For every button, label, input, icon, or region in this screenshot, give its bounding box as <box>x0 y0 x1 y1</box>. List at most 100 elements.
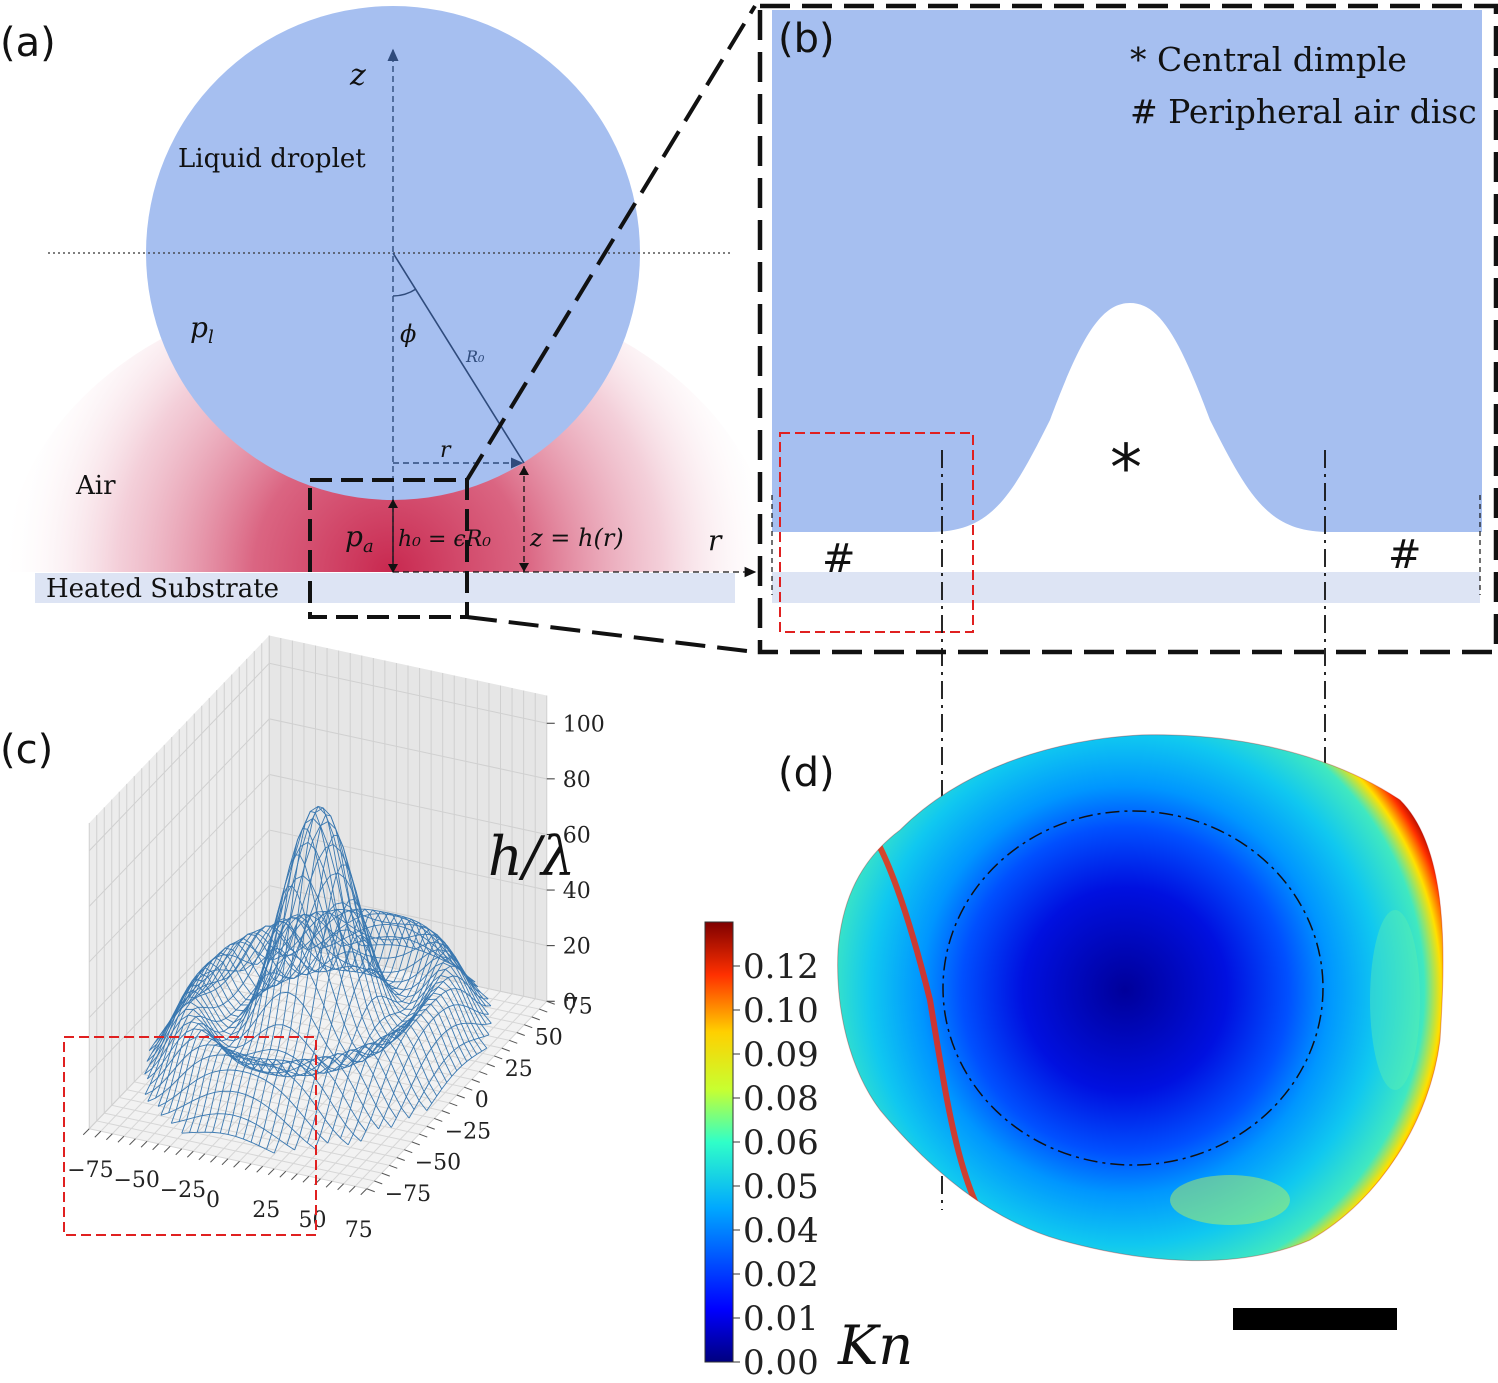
pa-sub: a <box>363 536 374 557</box>
wall-grid <box>88 718 547 907</box>
mesh-line <box>149 1014 397 1119</box>
panel-label-d: (d) <box>778 750 835 796</box>
pl-main: p <box>190 311 208 344</box>
mesh-line <box>160 1090 316 1150</box>
wall-grid <box>88 885 547 1074</box>
phi-label: ϕ <box>400 320 416 348</box>
y-tick-label: 50 <box>535 1026 563 1051</box>
mesh-line <box>208 929 488 1049</box>
x-tick-mark <box>302 1175 310 1183</box>
heated-substrate <box>35 573 735 603</box>
colorbar <box>704 921 734 1363</box>
x-tick-mark <box>175 1148 183 1156</box>
y-tick-mark <box>374 1180 383 1185</box>
y-tick-mark <box>404 1149 413 1154</box>
y-tick-mark <box>501 1047 510 1052</box>
floor-grid <box>141 1073 420 1135</box>
mesh-line <box>244 917 492 1024</box>
y-tick-label: −75 <box>385 1182 431 1207</box>
colorbar-tick-label: 0.12 <box>743 947 819 987</box>
r-axis-label: r <box>708 524 723 557</box>
zh-label: z = h(r) <box>529 524 624 552</box>
kn-warm-patch <box>1170 1175 1290 1225</box>
mesh-line <box>163 875 443 1090</box>
y-tick-mark <box>396 1157 405 1161</box>
y-tick-label: −50 <box>415 1151 461 1176</box>
colorbar-tick-label: 0.01 <box>743 1299 819 1339</box>
mesh-line <box>158 914 438 1097</box>
pl-label: pl <box>190 311 214 348</box>
floor-grid <box>96 1120 375 1182</box>
y-tick-label: 0 <box>475 1088 489 1113</box>
x-tick-label: 0 <box>206 1188 220 1213</box>
mesh-line <box>320 924 476 983</box>
mesh-line <box>144 1021 392 1128</box>
colorbar-ticks: 0.120.100.090.080.060.050.040.020.010.00 <box>733 947 819 1383</box>
y-tick-label: 25 <box>505 1057 533 1082</box>
panel-label-b: (b) <box>778 16 835 62</box>
mesh-line <box>149 1036 367 1132</box>
floor-grid <box>111 1104 390 1166</box>
x-tick-mark <box>140 1140 148 1148</box>
colorbar-label: Kn <box>837 1314 913 1377</box>
mesh-line <box>341 936 465 974</box>
y-tick-mark <box>426 1125 435 1130</box>
mesh-line <box>274 908 492 1007</box>
colorbar-tick-label: 0.08 <box>743 1079 819 1119</box>
x-tick-mark <box>244 1163 252 1171</box>
r0-label: R₀ <box>465 347 485 366</box>
x-tick-mark <box>325 1180 333 1188</box>
panel-b: (b) * Central dimple # Peripheral air di… <box>757 3 1498 655</box>
y-tick-mark <box>434 1117 443 1122</box>
x-tick-mark <box>129 1138 136 1146</box>
mesh-line <box>308 913 479 988</box>
wall-grid <box>88 662 547 852</box>
mesh-line <box>287 908 489 1000</box>
mesh-line <box>144 1044 362 1142</box>
legend-disc: # Peripheral air disc <box>1130 92 1477 131</box>
y-tick-mark <box>539 1008 548 1013</box>
pa-label: pa <box>345 520 374 557</box>
y-tick-mark <box>411 1141 420 1146</box>
floor-grid <box>149 1065 427 1127</box>
x-tick-label: −75 <box>67 1158 113 1183</box>
mesh-line <box>158 1069 329 1144</box>
y-tick-mark <box>479 1071 488 1076</box>
x-tick-mark <box>82 1128 90 1136</box>
dimple-marker: * <box>1110 432 1142 506</box>
mesh-line <box>198 872 478 1055</box>
x-tick-mark <box>291 1173 298 1181</box>
x-tick-label: 50 <box>299 1208 327 1233</box>
scale-bar <box>1233 1308 1397 1330</box>
mesh-line <box>181 1131 275 1154</box>
surface-mesh <box>144 805 492 1154</box>
panel-label-c: (c) <box>0 727 53 773</box>
y-tick-mark <box>524 1024 533 1029</box>
x-tick-mark <box>198 1153 206 1161</box>
x-tick-mark <box>348 1185 356 1193</box>
y-tick-mark <box>389 1164 398 1169</box>
y-tick-mark <box>531 1016 540 1021</box>
y-tick-mark <box>441 1110 450 1115</box>
z-tick-label: 60 <box>563 823 591 848</box>
mesh-line <box>193 843 473 1058</box>
disc-marker-left: # <box>822 536 856 582</box>
y-tick-mark <box>381 1172 390 1177</box>
mesh-line <box>168 841 448 1083</box>
z-axis-label: z <box>349 58 366 93</box>
y-tick-mark <box>516 1032 525 1036</box>
substrate-label: Heated Substrate <box>46 574 279 604</box>
zoom-connector-top <box>465 4 757 482</box>
highlight-box-b <box>779 432 974 633</box>
x-tick-label: −25 <box>160 1178 206 1203</box>
x-tick-mark <box>360 1188 368 1196</box>
x-tick-mark <box>186 1150 194 1158</box>
y-tick-mark <box>456 1094 465 1099</box>
x-tick-mark <box>94 1130 102 1138</box>
z-tick-label: 0 <box>563 990 577 1015</box>
panel-a: (a) z ϕ R₀ r Liquid droplet Air Heated S… <box>0 4 775 654</box>
dimple-circle <box>942 810 1324 1166</box>
panel-b-frame <box>757 3 1498 655</box>
